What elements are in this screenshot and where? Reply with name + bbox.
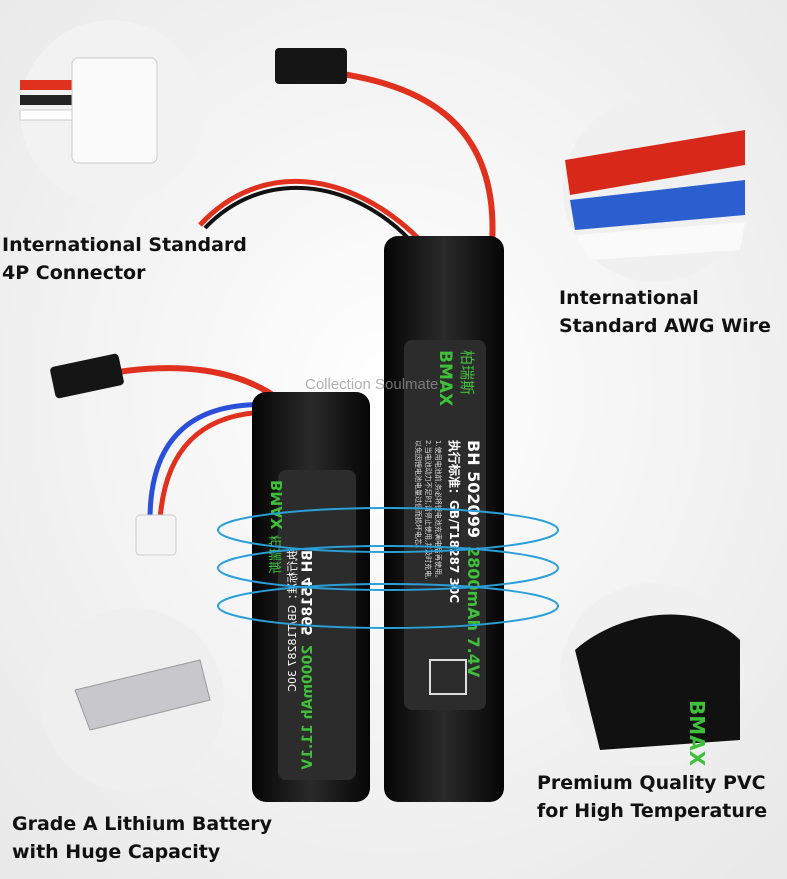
detail-cell [40, 608, 224, 792]
detail-wire [563, 98, 747, 282]
svg-text:执行标准：GB/T18287 30C: 执行标准：GB/T18287 30C [285, 550, 299, 692]
rings [217, 507, 559, 629]
svg-text:以免因锂电池电量过低而损坏电芯。: 以免因锂电池电量过低而损坏电芯。 [414, 440, 423, 552]
detail-pvc: BMAX [560, 583, 744, 767]
red-wire [309, 67, 496, 246]
svg-text:BH 451865: BH 451865 [300, 550, 316, 636]
recycle-bin-icon [429, 659, 467, 695]
svg-text:2.当电池动力不足时,请停止使用,并及时充电,: 2.当电池动力不足时,请停止使用,并及时充电, [424, 440, 433, 579]
svg-text:2000mAh 11.1V: 2000mAh 11.1V [300, 645, 316, 770]
caption-wire: International Standard AWG Wire [559, 287, 771, 337]
watermark: Collection Soulmate [305, 376, 439, 393]
detail-connector [19, 20, 204, 204]
svg-text:执行标准：GB/T18287 30C: 执行标准：GB/T18287 30C [447, 440, 462, 603]
spec-text: 2800mAh 7.4V [464, 546, 483, 678]
svg-text:柏瑞斯: 柏瑞斯 [269, 535, 284, 574]
red-wire [198, 178, 422, 242]
svg-text:1.使用电池前,务必将锂电池充满电后再使用。: 1.使用电池前,务必将锂电池充满电后再使用。 [434, 440, 443, 582]
caption-cell: Grade A Lithium Battery with Huge Capaci… [12, 813, 272, 863]
balance-connector [135, 514, 177, 556]
connector-plug [275, 48, 347, 84]
model-text: BH 502099 [464, 440, 483, 538]
caption-connector: International Standard 4P Connector [2, 234, 247, 284]
brand-text: BMAX [435, 350, 455, 406]
svg-text:柏瑞斯: 柏瑞斯 [458, 350, 476, 395]
svg-text:BMAX: BMAX [685, 700, 709, 767]
caption-pvc: Premium Quality PVC for High Temperature [537, 772, 768, 822]
battery-large-label [404, 340, 486, 710]
connector-plug [50, 353, 124, 399]
svg-text:BMAX: BMAX [268, 480, 286, 530]
